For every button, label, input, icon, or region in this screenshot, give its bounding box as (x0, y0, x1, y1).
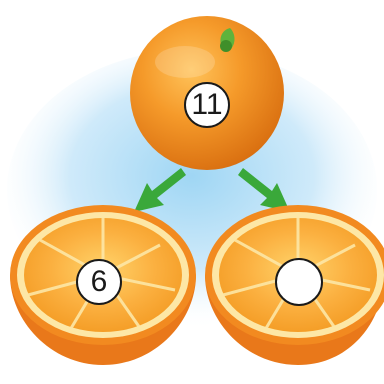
right-orange-half-icon (205, 205, 384, 365)
arrow-down-left-icon (134, 168, 186, 212)
right-part-answer-blank[interactable] (275, 258, 323, 306)
whole-number: 11 (191, 88, 223, 121)
whole-number-circle: 11 (184, 82, 230, 128)
left-part-number-circle: 6 (76, 259, 122, 305)
left-part-number: 6 (90, 265, 108, 298)
leaf-icon (220, 28, 235, 52)
arrow-down-right-icon (238, 168, 290, 212)
